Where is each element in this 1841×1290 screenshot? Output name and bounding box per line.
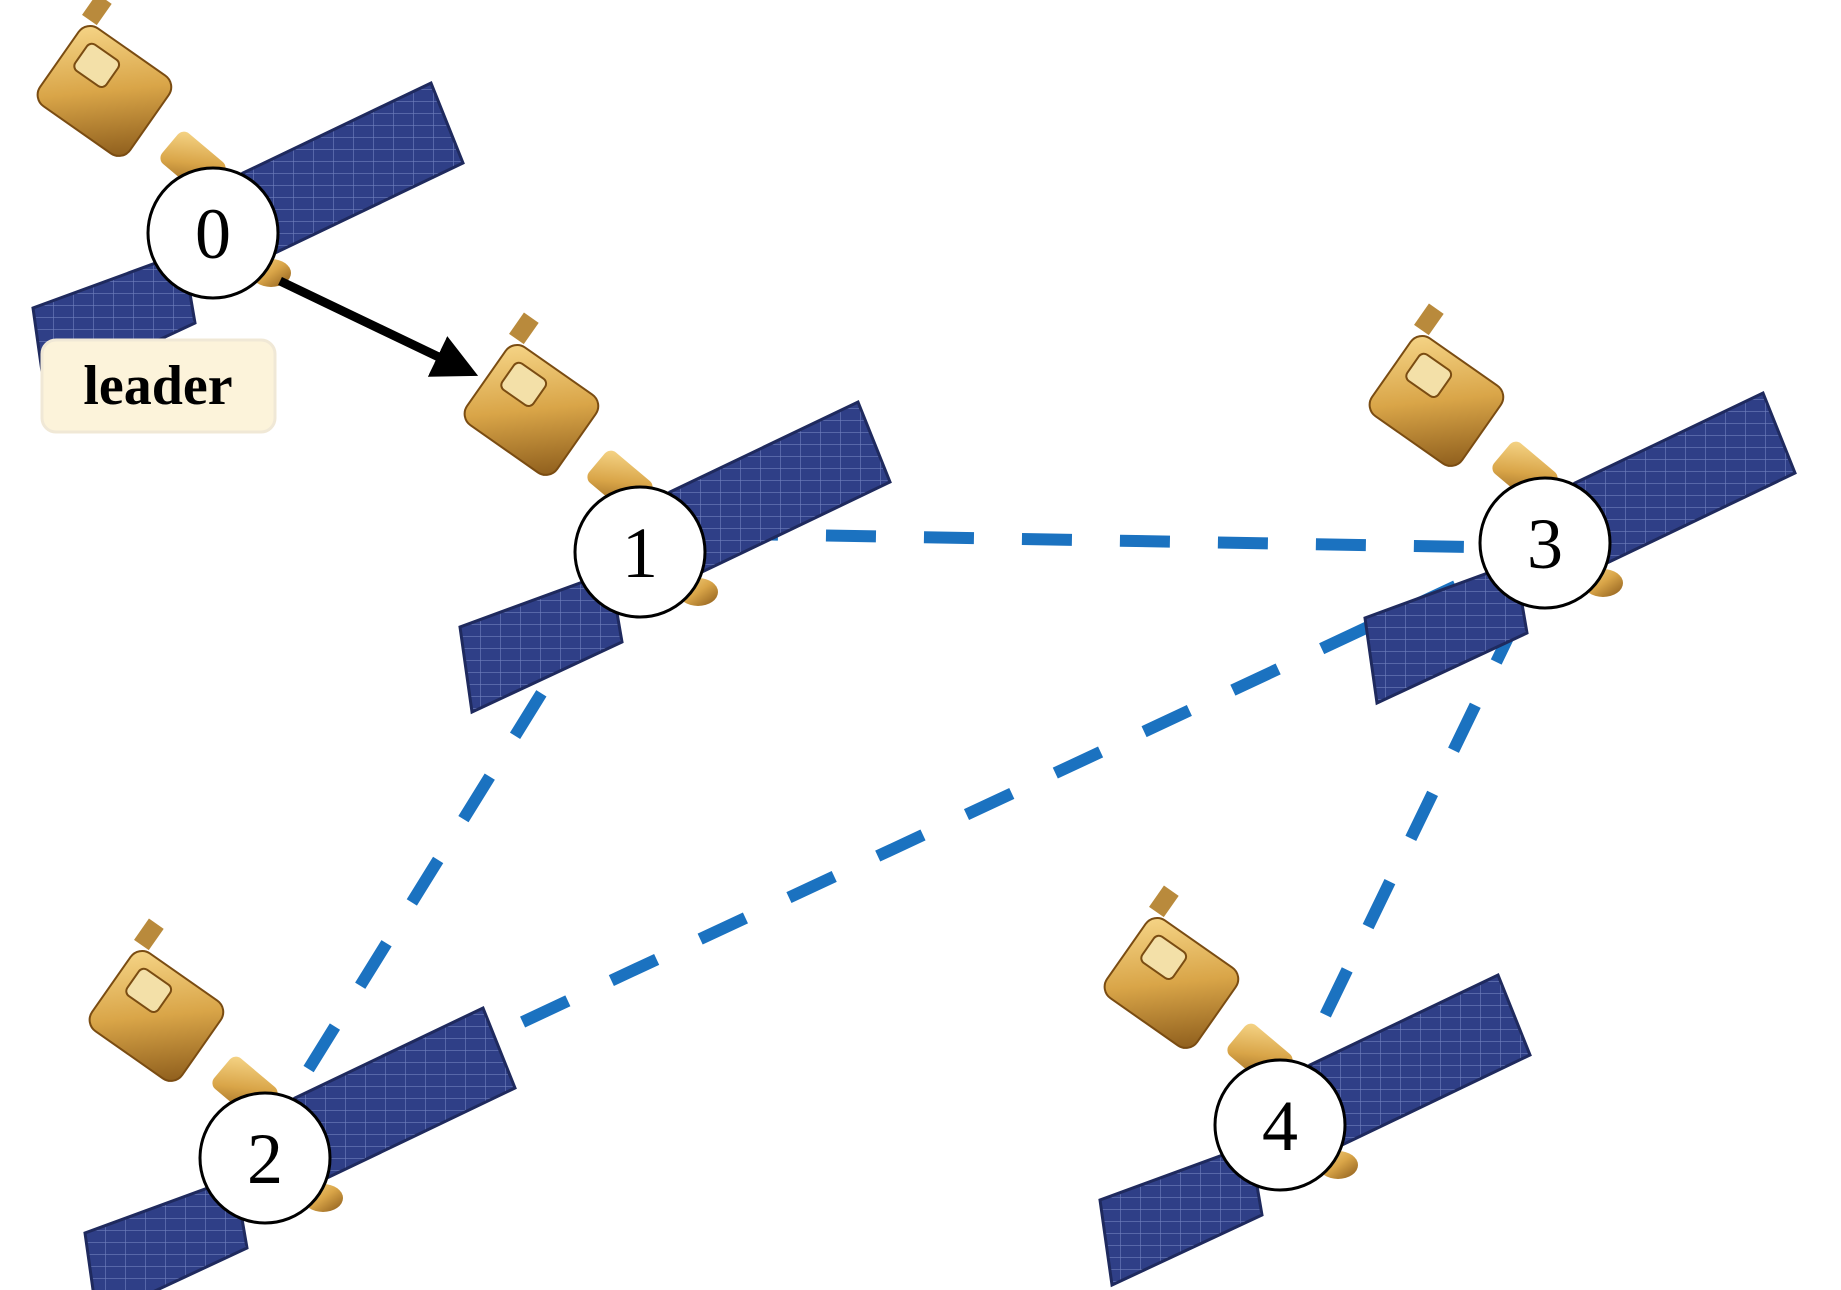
- node-label-1: 1: [622, 513, 658, 593]
- node-label-0: 0: [195, 194, 231, 274]
- node-label-4: 4: [1262, 1086, 1298, 1166]
- node-label-3: 3: [1527, 504, 1563, 584]
- node-2: 2: [198, 1091, 332, 1225]
- leader-label: leader: [83, 355, 232, 417]
- node-4: 4: [1213, 1058, 1347, 1192]
- leader-badge: leader: [40, 338, 277, 434]
- node-0: 0: [146, 166, 280, 300]
- node-label-2: 2: [247, 1119, 283, 1199]
- node-1: 1: [573, 485, 707, 619]
- edge-3-4: [1299, 614, 1524, 1060]
- edge-2-3: [342, 564, 1493, 1111]
- edge-1-2: [302, 606, 599, 1074]
- edge-0-1-arrow: [278, 276, 479, 377]
- node-3: 3: [1478, 476, 1612, 610]
